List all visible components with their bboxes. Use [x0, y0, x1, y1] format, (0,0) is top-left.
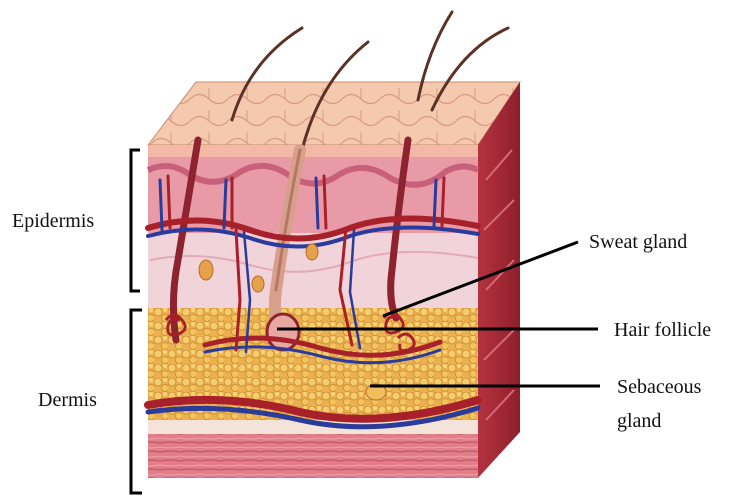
dermis-bracket: [131, 310, 142, 493]
dermis-label: Dermis: [38, 389, 97, 411]
epidermis-label: Epidermis: [12, 210, 94, 232]
skin-surface: [148, 82, 520, 145]
hair-follicle-label: Hair follicle: [614, 319, 711, 341]
sweat-gland-label: Sweat gland: [589, 231, 687, 253]
epidermis-bracket: [131, 150, 140, 291]
skin-side-face: [478, 82, 520, 478]
sebaceous-gland-label-line2: gland: [617, 410, 661, 432]
sebaceous-gland-label-line1: Sebaceous: [617, 376, 702, 398]
muscle-layer: [148, 434, 478, 478]
